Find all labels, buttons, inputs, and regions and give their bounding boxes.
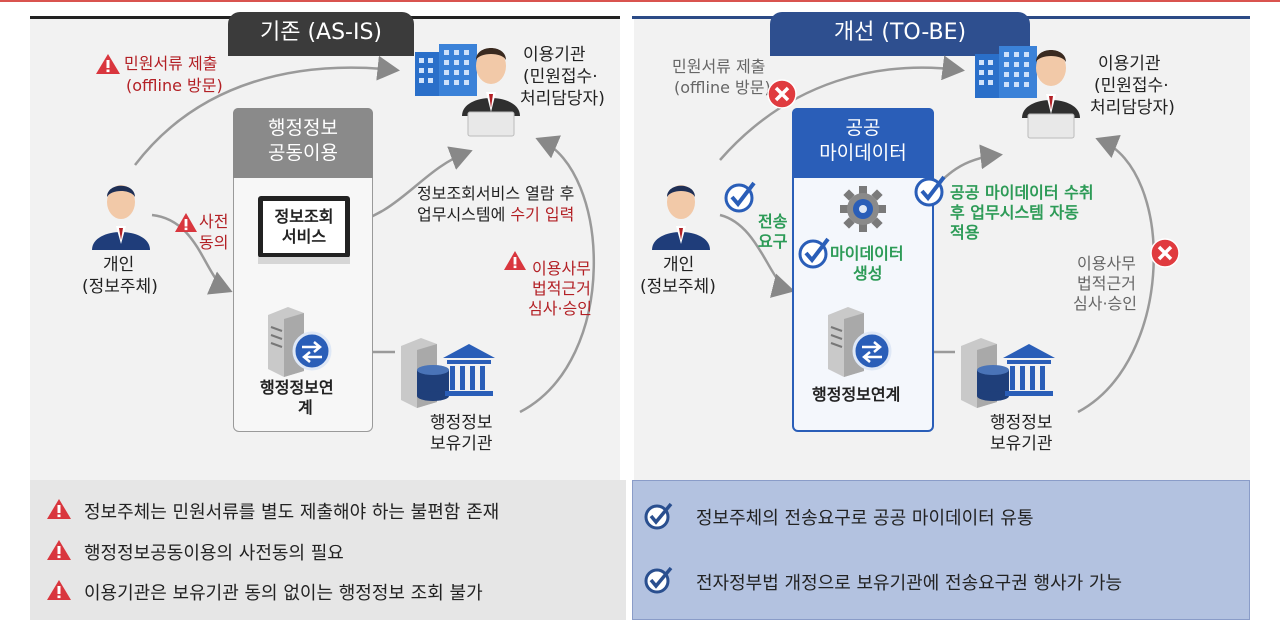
asis-consent-1: 사전 bbox=[199, 212, 229, 231]
cross-icon bbox=[767, 79, 797, 109]
warning-icon bbox=[504, 251, 526, 270]
asis-arrow-holder-agency bbox=[519, 135, 595, 414]
asis-arrow-person-agency bbox=[134, 55, 400, 166]
warning-icon bbox=[47, 499, 71, 519]
asis-person-1: 개인 bbox=[103, 255, 135, 275]
tobe-agency-1: 이용기관 bbox=[1098, 54, 1161, 74]
warning-icon bbox=[96, 54, 120, 74]
tobe-submit-label-2: (offline 방문) bbox=[674, 78, 771, 97]
asis-agency-2: (민원접수· bbox=[523, 67, 598, 87]
tobe-benefit-2: 전자정부법 개정으로 보유기관에 전송요구권 행사가 가능 bbox=[696, 573, 1123, 594]
tobe-generate-1: 마이데이터 bbox=[830, 244, 904, 263]
tobe-review-3: 심사·승인 bbox=[1073, 294, 1137, 313]
asis-box-title-2: 공동이용 bbox=[268, 141, 338, 164]
asis-manual-2: 업무시스템에 수기 입력 bbox=[417, 205, 574, 226]
person-icon bbox=[652, 185, 710, 250]
holder-db-icon bbox=[401, 338, 495, 408]
check-icon bbox=[644, 502, 673, 530]
cross-icon bbox=[1150, 238, 1180, 268]
service-monitor: 정보조회 서비스 bbox=[258, 196, 350, 258]
tobe-review-2: 법적근거 bbox=[1077, 274, 1136, 293]
building-icon bbox=[975, 46, 1037, 98]
asis-box-title: 행정정보 공동이용 bbox=[233, 108, 373, 178]
asis-issue-1: 정보주체는 민원서류를 별도 제출해야 하는 불편함 존재 bbox=[84, 502, 500, 523]
building-icon bbox=[415, 44, 477, 96]
tobe-request-1: 전송 bbox=[758, 212, 788, 231]
asis-issue-2: 행정정보공동이용의 사전동의 필요 bbox=[84, 543, 344, 564]
tobe-arrow-holder-agency bbox=[1077, 134, 1155, 414]
asis-box-title-1: 행정정보 bbox=[268, 117, 338, 139]
asis-review-1: 이용사무 bbox=[532, 259, 591, 278]
asis-holder-2: 보유기관 bbox=[430, 434, 493, 454]
gear-icon bbox=[840, 186, 886, 232]
warning-icon bbox=[47, 540, 71, 560]
asis-link-2: 계 bbox=[298, 398, 313, 417]
holder-db-icon bbox=[961, 338, 1055, 408]
monitor-stand bbox=[258, 257, 350, 264]
tobe-generate-2: 생성 bbox=[853, 264, 883, 283]
asis-service-2: 서비스 bbox=[281, 227, 327, 246]
asis-review-2: 법적근거 bbox=[532, 279, 591, 298]
check-icon bbox=[914, 175, 946, 207]
server-link-icon bbox=[828, 307, 892, 377]
tobe-submit-label-1: 민원서류 제출 bbox=[672, 57, 766, 76]
tobe-agency-2: (민원접수· bbox=[1094, 76, 1169, 96]
asis-review-3: 심사·승인 bbox=[528, 299, 592, 318]
asis-tab: 기존 (AS-IS) bbox=[228, 12, 414, 56]
tobe-arrow-person-agency bbox=[719, 55, 965, 161]
tobe-agency-3: 처리담당자) bbox=[1090, 98, 1175, 118]
asis-agency-3: 처리담당자) bbox=[520, 89, 605, 109]
tobe-review-1: 이용사무 bbox=[1077, 254, 1136, 273]
tobe-auto-1: 공공 마이데이터 수취 bbox=[950, 183, 1094, 202]
tobe-benefits-box bbox=[632, 480, 1250, 620]
tobe-person-1: 개인 bbox=[663, 255, 695, 275]
asis-issue-3: 이용기관은 보유기관 동의 없이는 행정정보 조회 불가 bbox=[84, 583, 483, 604]
tobe-auto-3: 적용 bbox=[950, 223, 980, 242]
asis-holder-1: 행정정보 bbox=[430, 413, 493, 433]
asis-agency-1: 이용기관 bbox=[523, 45, 586, 65]
tobe-arrow-person-box bbox=[719, 213, 795, 298]
asis-person-2: (정보주체) bbox=[82, 277, 158, 297]
tobe-request-2: 요구 bbox=[758, 232, 788, 251]
asis-manual-mid: 업무시스템에 bbox=[417, 205, 511, 224]
check-icon bbox=[798, 237, 830, 269]
warning-icon bbox=[175, 213, 197, 232]
tobe-tab: 개선 (TO-BE) bbox=[770, 12, 1030, 56]
server-link-icon bbox=[268, 307, 332, 377]
tobe-box-title-2: 마이데이터 bbox=[819, 141, 907, 164]
asis-link-1: 행정정보연 bbox=[260, 378, 334, 397]
asis-submit-label-2: (offline 방문) bbox=[126, 76, 223, 95]
asis-manual-red: 수기 입력 bbox=[510, 205, 575, 224]
tobe-panel bbox=[634, 16, 1250, 480]
tobe-holder-1: 행정정보 bbox=[990, 413, 1053, 433]
tobe-auto-2: 후 업무시스템 자동 bbox=[950, 203, 1079, 222]
tobe-box-title-1: 공공 bbox=[845, 117, 881, 139]
tobe-box-title: 공공 마이데이터 bbox=[792, 108, 934, 178]
tobe-benefit-1: 정보주체의 전송요구로 공공 마이데이터 유통 bbox=[696, 508, 1034, 529]
person-icon bbox=[92, 185, 150, 250]
tobe-holder-2: 보유기관 bbox=[990, 434, 1053, 454]
asis-submit-label-1: 민원서류 제출 bbox=[124, 54, 218, 73]
asis-consent-2: 동의 bbox=[199, 233, 229, 252]
check-icon bbox=[724, 181, 756, 213]
top-accent-rule bbox=[0, 0, 1280, 2]
asis-manual-1: 정보조회서비스 열람 후 bbox=[417, 184, 575, 203]
agency-officer-icon bbox=[1022, 50, 1080, 139]
tobe-person-2: (정보주체) bbox=[640, 277, 716, 297]
asis-service-1: 정보조회 bbox=[274, 207, 334, 226]
asis-arrow-person-box bbox=[151, 213, 233, 295]
check-icon bbox=[644, 566, 673, 594]
asis-issues-box bbox=[30, 480, 626, 620]
agency-officer-icon bbox=[462, 48, 520, 137]
warning-icon bbox=[47, 580, 71, 600]
tobe-link-label: 행정정보연계 bbox=[812, 385, 901, 404]
